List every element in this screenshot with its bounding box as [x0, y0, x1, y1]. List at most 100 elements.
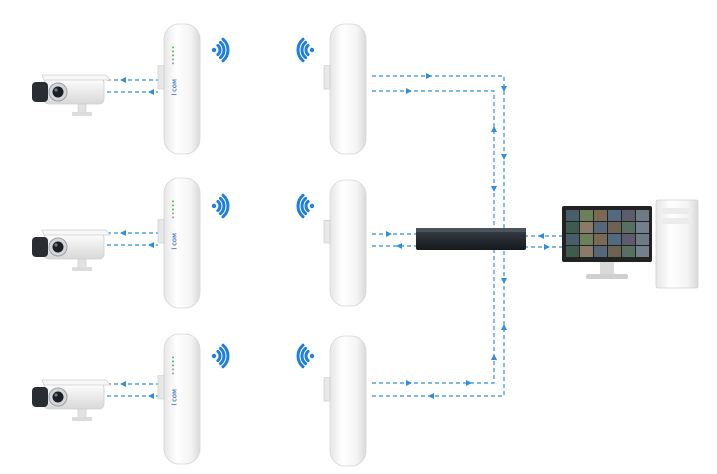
cpe-icon: ꟾ COM — [157, 23, 201, 155]
cpe-led — [172, 372, 174, 375]
cpe-clamp — [323, 377, 331, 402]
wifi-arc — [218, 40, 226, 60]
camera-bracket — [72, 267, 92, 271]
wifi-dot — [211, 203, 217, 209]
camera-icon — [32, 229, 111, 271]
camera-lens-glint — [54, 393, 58, 397]
arrow-down — [501, 278, 507, 284]
wifi-signal-icon — [296, 343, 315, 369]
wifi-signal-icon — [296, 37, 315, 63]
cpe-body — [329, 179, 367, 307]
camera-feed-tile — [636, 222, 649, 233]
wifi-arc — [300, 40, 308, 60]
camera-lens — [52, 241, 64, 253]
arrow-left — [120, 230, 126, 236]
camera-feed-tile — [636, 210, 649, 221]
camera-feed-tile — [608, 210, 621, 221]
wifi-arc — [304, 43, 310, 57]
cpe-body — [329, 23, 367, 155]
cpe-icon: ꟾ COM — [157, 177, 201, 309]
arrow-left — [148, 242, 154, 248]
wifi-arc — [216, 43, 222, 57]
camera-feed-tile — [636, 246, 649, 257]
camera-feed-tile — [566, 234, 579, 245]
camera-lens — [52, 391, 64, 403]
link-rx3-outer — [372, 250, 505, 397]
monitor-stand — [586, 274, 628, 279]
arrow-down — [501, 154, 507, 160]
arrow-left — [396, 243, 402, 249]
cpe-led — [172, 216, 174, 219]
cpe-clamp — [157, 375, 165, 400]
camera-feed-tile — [580, 246, 593, 257]
camera-feed-tile — [608, 222, 621, 233]
camera-feed-tile — [608, 246, 621, 257]
monitor-neck — [600, 262, 614, 274]
wifi-signal-icon — [296, 193, 315, 219]
arrow-up — [501, 324, 507, 330]
wifi-dot — [309, 47, 315, 53]
wifi-dot — [309, 353, 315, 359]
arrow-right — [544, 244, 550, 250]
wifi-arc — [221, 343, 230, 369]
cpe-led — [172, 360, 174, 363]
arrow-left — [428, 393, 434, 399]
cpe-led — [172, 368, 174, 371]
camera-feed-tile — [636, 234, 649, 245]
wifi-arc — [221, 37, 230, 63]
monitor-camera-grid — [566, 210, 649, 257]
camera-feed-tile — [622, 222, 635, 233]
camera-icon — [32, 74, 111, 116]
monitor-icon — [562, 206, 652, 279]
wifi-arc — [296, 343, 305, 369]
cpe-body — [163, 177, 201, 309]
arrow-left — [120, 77, 126, 83]
camera-front — [32, 82, 48, 102]
camera-feed-tile — [566, 222, 579, 233]
wifi-arc — [218, 346, 226, 366]
cpe-led — [172, 200, 174, 203]
camera-feed-tile — [608, 234, 621, 245]
cpe-led — [172, 356, 174, 359]
camera-front — [32, 387, 48, 407]
camera-lens — [52, 86, 64, 98]
arrow-up — [491, 354, 497, 360]
camera-feed-tile — [566, 246, 579, 257]
arrow-right — [466, 380, 472, 386]
wifi-arc — [216, 349, 222, 363]
arrow-left — [148, 89, 154, 95]
switch-top — [416, 228, 526, 232]
wifi-arc — [296, 37, 305, 63]
camera-feed-tile — [594, 222, 607, 233]
cpe-led — [172, 58, 174, 61]
arrow-up — [491, 126, 497, 132]
cpe-led — [172, 208, 174, 211]
wifi-dot — [211, 47, 217, 53]
link-rx1-outer — [372, 75, 505, 236]
camera-feed-tile — [622, 234, 635, 245]
camera-sunshade — [41, 379, 111, 386]
camera-feed-tile — [622, 210, 635, 221]
link-rx3-inner — [372, 250, 495, 384]
camera-feed-tile — [622, 246, 635, 257]
camera-feed-tile — [566, 210, 579, 221]
wifi-arc — [300, 196, 308, 216]
camera-bracket — [72, 417, 92, 421]
cpe-body — [163, 333, 201, 465]
wifi-arc — [304, 199, 310, 213]
camera-feed-tile — [594, 210, 607, 221]
camera-lens-glint — [54, 243, 58, 247]
camera-feed-tile — [580, 210, 593, 221]
tower-icon — [655, 199, 699, 289]
brand-mark: ꟾ COM — [172, 79, 179, 96]
wifi-arc — [300, 346, 308, 366]
camera-feed-tile — [580, 234, 593, 245]
camera-lens-glint — [54, 88, 58, 92]
wifi-arc — [304, 349, 310, 363]
brand-mark: ꟾ COM — [172, 233, 179, 250]
switch-icon — [416, 228, 526, 250]
cpe-led — [172, 204, 174, 207]
camera-feed-tile — [594, 246, 607, 257]
cpe-clamp — [323, 220, 331, 244]
